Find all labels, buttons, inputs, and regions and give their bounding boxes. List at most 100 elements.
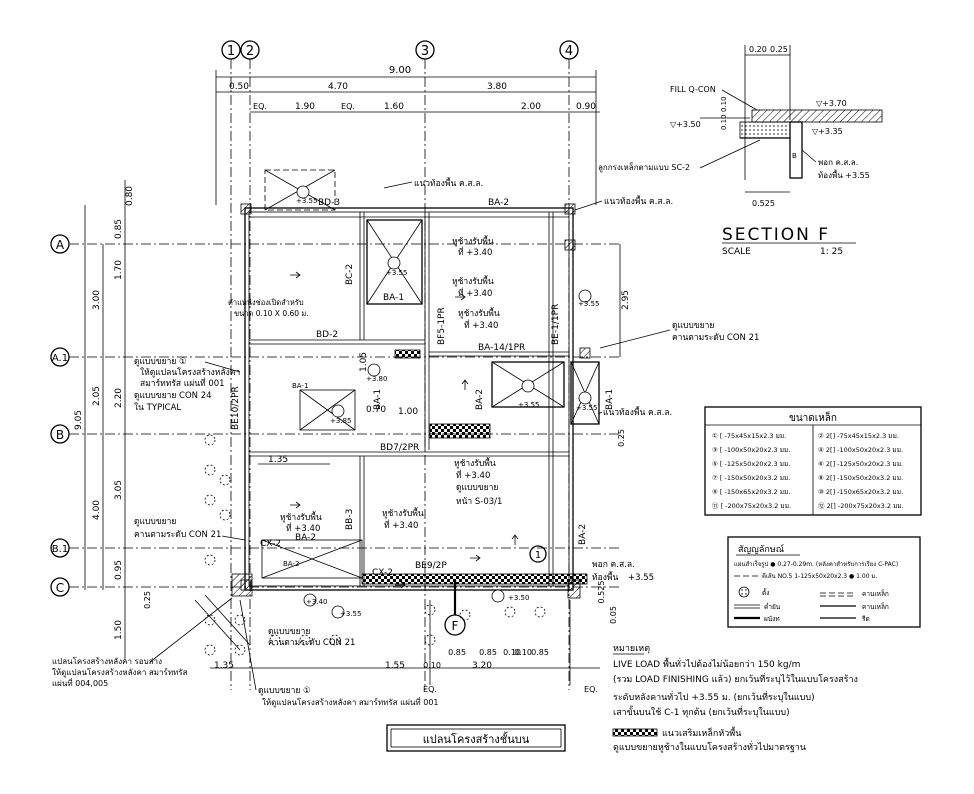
grid-col-1: 1 (227, 44, 235, 59)
note-hook-5: หูช้างรับพื้น (280, 511, 322, 523)
dim-sub-eq1: EQ. (253, 102, 267, 111)
note-enlarge-2e: ใน TYPICAL (134, 402, 181, 413)
dim-right-295: 2.95 (621, 290, 631, 310)
level-6: +3.55 (576, 404, 597, 412)
dim-left-150: 1.50 (114, 620, 124, 640)
dim-sub-160: 1.60 (384, 102, 404, 112)
beam-ba1-c: BA-1 (605, 389, 615, 410)
dim-right-0525: 0.525 (597, 581, 606, 604)
dim-left-220: 2.20 (114, 388, 124, 408)
note-roofplan-2: ให้ดูแปลนโครงสร้างหลังคา สมาร์ททรัส (52, 667, 188, 678)
steel-row-1-left: ① [ -75x45x15x2.3 มม. (712, 432, 786, 440)
beam-ba1-b: BA-1 (373, 389, 383, 410)
symbol-beam: คานเหล็ก (862, 589, 889, 598)
note-enlarge-2a: ดูแบบขยาย ① (134, 357, 187, 367)
note-opening-2: ขนาด 0.10 X 0.60 ม. (234, 309, 309, 318)
beam-bd7: BD7/2PR (380, 443, 419, 453)
steel-row-4-right: ⑧ 2[] -150x50x20x3.2 มม. (818, 474, 903, 482)
floor-plan (194, 169, 600, 656)
dim-int-100: 1.00 (398, 407, 418, 417)
notes-heading: หมายเหตุ (613, 644, 650, 654)
dim-left-305: 3.05 (114, 480, 124, 500)
sec-d2: 0.25 (770, 45, 788, 54)
sec-title: SECTION F (722, 225, 830, 245)
sec-scale-label: SCALE (722, 247, 751, 257)
right-dimensions: 2.95 0.25 0.525 0.05 (597, 244, 631, 624)
level-9: +3.55 (340, 610, 361, 618)
note-hook-3b: ที่ +3.40 (464, 319, 498, 331)
sec-note-2: พอก ค.ส.ล. (818, 158, 858, 167)
dim-span-2: 4.70 (328, 82, 348, 92)
note-hook-1b: ที่ +3.40 (458, 246, 492, 258)
dim-span-1: 0.50 (229, 82, 249, 92)
drawing-title-block: แปลนโครงสร้างชั้นบน (386, 724, 566, 752)
post-symbol-icon (738, 586, 750, 598)
dim-left-025: 0.25 (143, 591, 152, 609)
note-enlarge-5b: คานตามระดับ CON 21 (268, 638, 355, 648)
symbol-legend-title: สัญญลักษณ์ (738, 543, 784, 555)
dim-bot-010c: 0.10 (514, 648, 532, 657)
dim-overall-width: 9.00 (389, 65, 411, 76)
grid-col-4: 4 (565, 44, 573, 59)
top-dimensions: 9.00 0.50 4.70 3.80 EQ. 1.90 EQ. 1.60 2.… (215, 65, 600, 205)
dim-sub-190: 1.90 (295, 102, 315, 112)
dim-bot-010a: 0.10 (423, 661, 441, 670)
note-line-6: ดูแบบขยายหูช้างในแบบโครงสร้างทั่วไปมาตรฐ… (613, 740, 806, 753)
sec-d1: 0.20 (749, 45, 767, 54)
beam-be10: BE10/2PR (231, 386, 241, 430)
drawing-title: แปลนโครงสร้างชั้นบน (423, 731, 530, 746)
level-7: +3.40 (306, 598, 327, 606)
level-3: +3.80 (366, 375, 387, 383)
dim-left-085: 0.85 (114, 219, 124, 239)
dim-bot-eq1: EQ. (423, 685, 437, 694)
sec-note-1: ลูกกรงเหล็กตามแบบ SC-2 (598, 162, 690, 173)
dim-overall-height: 9.05 (74, 410, 84, 430)
dim-bot-085c: 0.85 (531, 648, 549, 657)
note-rc-3: +3.55 (628, 573, 654, 583)
note-slab-1: แนวท้องพื้น ค.ส.ล. (414, 177, 483, 189)
note-enlarge-4b: คานตามระดับ CON 21 (134, 530, 221, 540)
note-hook-2b: ที่ +3.40 (458, 287, 492, 299)
annotations: แนวท้องพื้น ค.ส.ล. แนวท้องพื้น ค.ส.ล. แน… (52, 177, 759, 708)
beam-cx2-a: CX-2 (260, 539, 281, 549)
beam-ba1-a: BA-1 (383, 293, 404, 303)
note-hook-5b: ที่ +3.40 (286, 522, 320, 534)
note-enlarge-1: ดูแบบขยาย (672, 321, 714, 331)
steel-row-4-left: ⑦ [ -150x50x20x3.2 มม. (712, 474, 790, 482)
note-hook-4: หูช้างรับพื้น (454, 457, 496, 469)
note-roofplan-3: แผ่นที่ 004,005 (52, 677, 108, 688)
note-line-2: (รวม LOAD FINISHING แล้ว) ยกเว้นที่ระบุไ… (613, 672, 858, 685)
dim-right-025: 0.25 (617, 429, 626, 447)
beam-be1: BE-1/1PR (551, 304, 561, 345)
steel-row-1-right: ② 2[] -75x45x15x2.3 มม. (818, 432, 899, 440)
symbol-legend: สัญญลักษณ์ แผ่นสำเร็จรูป ● 0.27-0.29m. (… (727, 536, 921, 628)
note-line-4: เสาขั้นบนใช้ C-1 ทุกต้น (ยกเว้นที่ระบุใน… (613, 705, 790, 718)
note-line-1: LIVE LOAD พื้นทั่วไปต้องไม่น้อยกว่า 150 … (613, 657, 800, 670)
note-hook-6: หูช้างรับพื้น (382, 507, 424, 519)
sec-d4: 0.10 (720, 96, 728, 112)
beam-bd3: BD-3 (318, 198, 340, 208)
level-10: +3.55 (578, 300, 599, 308)
note-rc-1: พอก ค.ส.ล. (592, 560, 635, 570)
beam-ba2-e: BA-2 (295, 533, 316, 543)
dim-left-400: 4.00 (92, 500, 102, 520)
level-marks: +3.55 +3.55 +3.80 +3.85 +3.55 +3.55 +3.4… (296, 197, 599, 618)
dim-bot-155: 1.55 (385, 661, 405, 671)
note-rc-2: ท้องพื้น (592, 571, 618, 583)
note-hook-3: หูช้างรับพื้น (458, 307, 500, 319)
level-4: +3.85 (330, 417, 351, 425)
note-hook-1: หูช้างรับพื้น (452, 235, 494, 247)
note-enlarge-4a: ดูแบบขยาย (134, 517, 176, 527)
symbol-conc: ค่ำยัน (764, 602, 781, 611)
dim-span-3: 3.80 (487, 82, 507, 92)
note-enlarge-5a: ดูแบบขยาย (268, 627, 310, 637)
slab-reinforcement-strip (429, 423, 491, 439)
symbol-dash: คานเหล็ก (862, 602, 889, 611)
note-enlarge-2b: ให้ดูแปลนโครงสร้างหลังคา (140, 367, 240, 378)
detail-callout-1: 1 (529, 545, 547, 563)
sec-mark-b: B (792, 152, 797, 160)
grid-row-c: C (56, 581, 64, 595)
section-f-detail: 0.20 0.25 FILL Q-CON ▽+3.70 ▽+3.50 ▽+3.3… (598, 45, 883, 257)
beam-bd2: BD-2 (316, 330, 338, 340)
steel-size-table: ขนาดเหล็ก ① [ -75x45x15x2.3 มม. ② 2[] -7… (704, 406, 922, 516)
